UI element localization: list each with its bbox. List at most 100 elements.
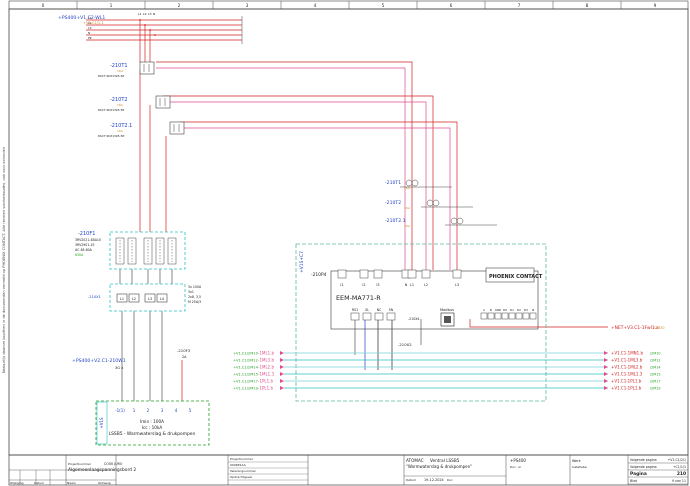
signal-right-sig: /2M17	[650, 380, 661, 384]
busbar-tap-label: L3	[148, 12, 152, 16]
signal-arrow-right	[604, 386, 608, 390]
meter-io-port	[374, 312, 384, 321]
signal-arrow-right	[604, 351, 608, 355]
title-c1: Datum	[34, 481, 44, 485]
meter-logo-text: PHOENIX CONTACT	[489, 274, 543, 280]
meter-bottom-label: A	[483, 308, 485, 312]
device-tab	[96, 401, 108, 445]
device-terminal: 5	[189, 408, 192, 413]
meter-bottom-port	[508, 312, 516, 320]
signal-arrow-right	[604, 358, 608, 362]
signal-right-ref: +V1.C1-1ML2.b	[611, 365, 643, 370]
terminal-cell	[116, 293, 128, 303]
meter-port-label: L2	[424, 283, 428, 287]
busbar-phase: L2	[88, 21, 92, 25]
busbar-phase: N	[88, 31, 90, 35]
breaker-ref: -210T2.1	[110, 123, 132, 129]
terminal-cell	[128, 293, 140, 303]
meter-io-port	[350, 312, 360, 321]
feeder: +PS400+V2.C1-210W1 3G x -210F3 2A	[72, 348, 191, 370]
meter-bottom-port	[480, 312, 488, 320]
title-page-label: Volgende pagina	[630, 458, 657, 462]
ruler-label: 9	[654, 3, 657, 8]
wire-t21-a	[180, 121, 458, 270]
busbar-tap-label: L1	[138, 12, 142, 16]
pole-symbol	[127, 237, 137, 265]
title-c3: Projectnummer	[230, 457, 254, 461]
wire-t2-a	[163, 95, 434, 270]
net-out-ref: +NET+V3.C1-1Fwl1.a	[611, 325, 659, 331]
fuse-val: 2A	[182, 355, 187, 359]
busbar-tap	[154, 34, 156, 36]
pole-symbol	[167, 237, 177, 265]
meter-port	[337, 269, 347, 279]
ct-coil	[432, 199, 440, 207]
title-c3: Tekeningnummer	[229, 469, 257, 473]
meter-port	[452, 269, 462, 279]
main-switch-line: AC 48-60A	[75, 248, 93, 252]
terminal-note: 3x 100A	[188, 285, 202, 289]
breaker-type: PACT RCP-D95-5P	[98, 108, 124, 112]
ct-info: 16A	[404, 206, 411, 210]
ct-coil	[426, 199, 434, 207]
meter-bottom-label: I4	[532, 308, 535, 312]
meter-model: EEM-MA771-R	[336, 294, 381, 302]
signal-arrow-left	[280, 358, 284, 362]
meter-extra: -210X4	[408, 317, 419, 321]
main-switch-line: 630A	[75, 253, 84, 257]
meter-port	[421, 269, 431, 279]
signal-left-ref: -1PL1.b	[258, 386, 273, 391]
meter-body	[330, 270, 539, 330]
title-date: 19-12-2024	[424, 478, 444, 482]
meter-port	[373, 269, 383, 279]
meter-io-label: RS1	[352, 308, 358, 312]
meter-bottom-port	[494, 312, 502, 320]
meter-ref: -210P4	[311, 272, 327, 278]
breaker-info: 16A	[117, 129, 124, 133]
terminal-label: L2	[132, 297, 136, 301]
meter-bottom-label: D1	[510, 308, 514, 312]
title-page-label: Pagina	[630, 471, 647, 477]
breaker-type: PACT RCP-D95-5P	[98, 134, 124, 138]
device-terminal: 3	[161, 408, 164, 413]
busbar-tap-label: L2	[143, 12, 147, 16]
title-page-label: Blad	[630, 479, 637, 483]
title-werk: Werk	[572, 459, 581, 463]
pole-symbol	[115, 237, 125, 265]
feeder-ref: +PS400+V2.C1-210W1	[72, 358, 126, 364]
meter-bottom-port	[487, 312, 495, 320]
signal-right-sig: /2M14	[650, 366, 661, 370]
meter-bottom-port	[515, 312, 523, 320]
meter-port-label: I3	[376, 283, 379, 287]
ruler-label: 8	[586, 3, 589, 8]
title-page-label: Volgende pagina	[630, 465, 657, 469]
title-date-label: Datum	[406, 478, 416, 482]
feeder-cable: 3G x	[115, 366, 124, 370]
title-ps: +PS400	[510, 458, 526, 463]
signal-arrow-left	[280, 351, 284, 355]
meter-io-port	[386, 312, 396, 321]
title-doc: Doc	[447, 478, 453, 482]
meter-port	[407, 269, 417, 279]
terminal-label: L4	[160, 297, 164, 301]
busbar-tap-label: N	[153, 12, 155, 16]
wire-t21-b	[180, 127, 451, 270]
signal-left-ref: -1ML2.b	[258, 365, 274, 370]
title-page-value: +V1.C1/2/1	[668, 458, 686, 462]
device-terminal: -1(1)	[115, 408, 125, 413]
meter-bottom-port	[522, 312, 530, 320]
net-out-sig: /2M20	[654, 326, 665, 330]
ruler-label: 6	[450, 3, 453, 8]
energy-meter: +V1S+C7 -210P4 EEM-MA771-R PHOENIX CONTA…	[295, 243, 547, 402]
terminal-note: 3x1	[188, 290, 194, 294]
signal-left-ref: -1PL1.b	[258, 379, 273, 384]
ct-coil	[450, 217, 458, 225]
device-terminal: 1	[133, 408, 136, 413]
